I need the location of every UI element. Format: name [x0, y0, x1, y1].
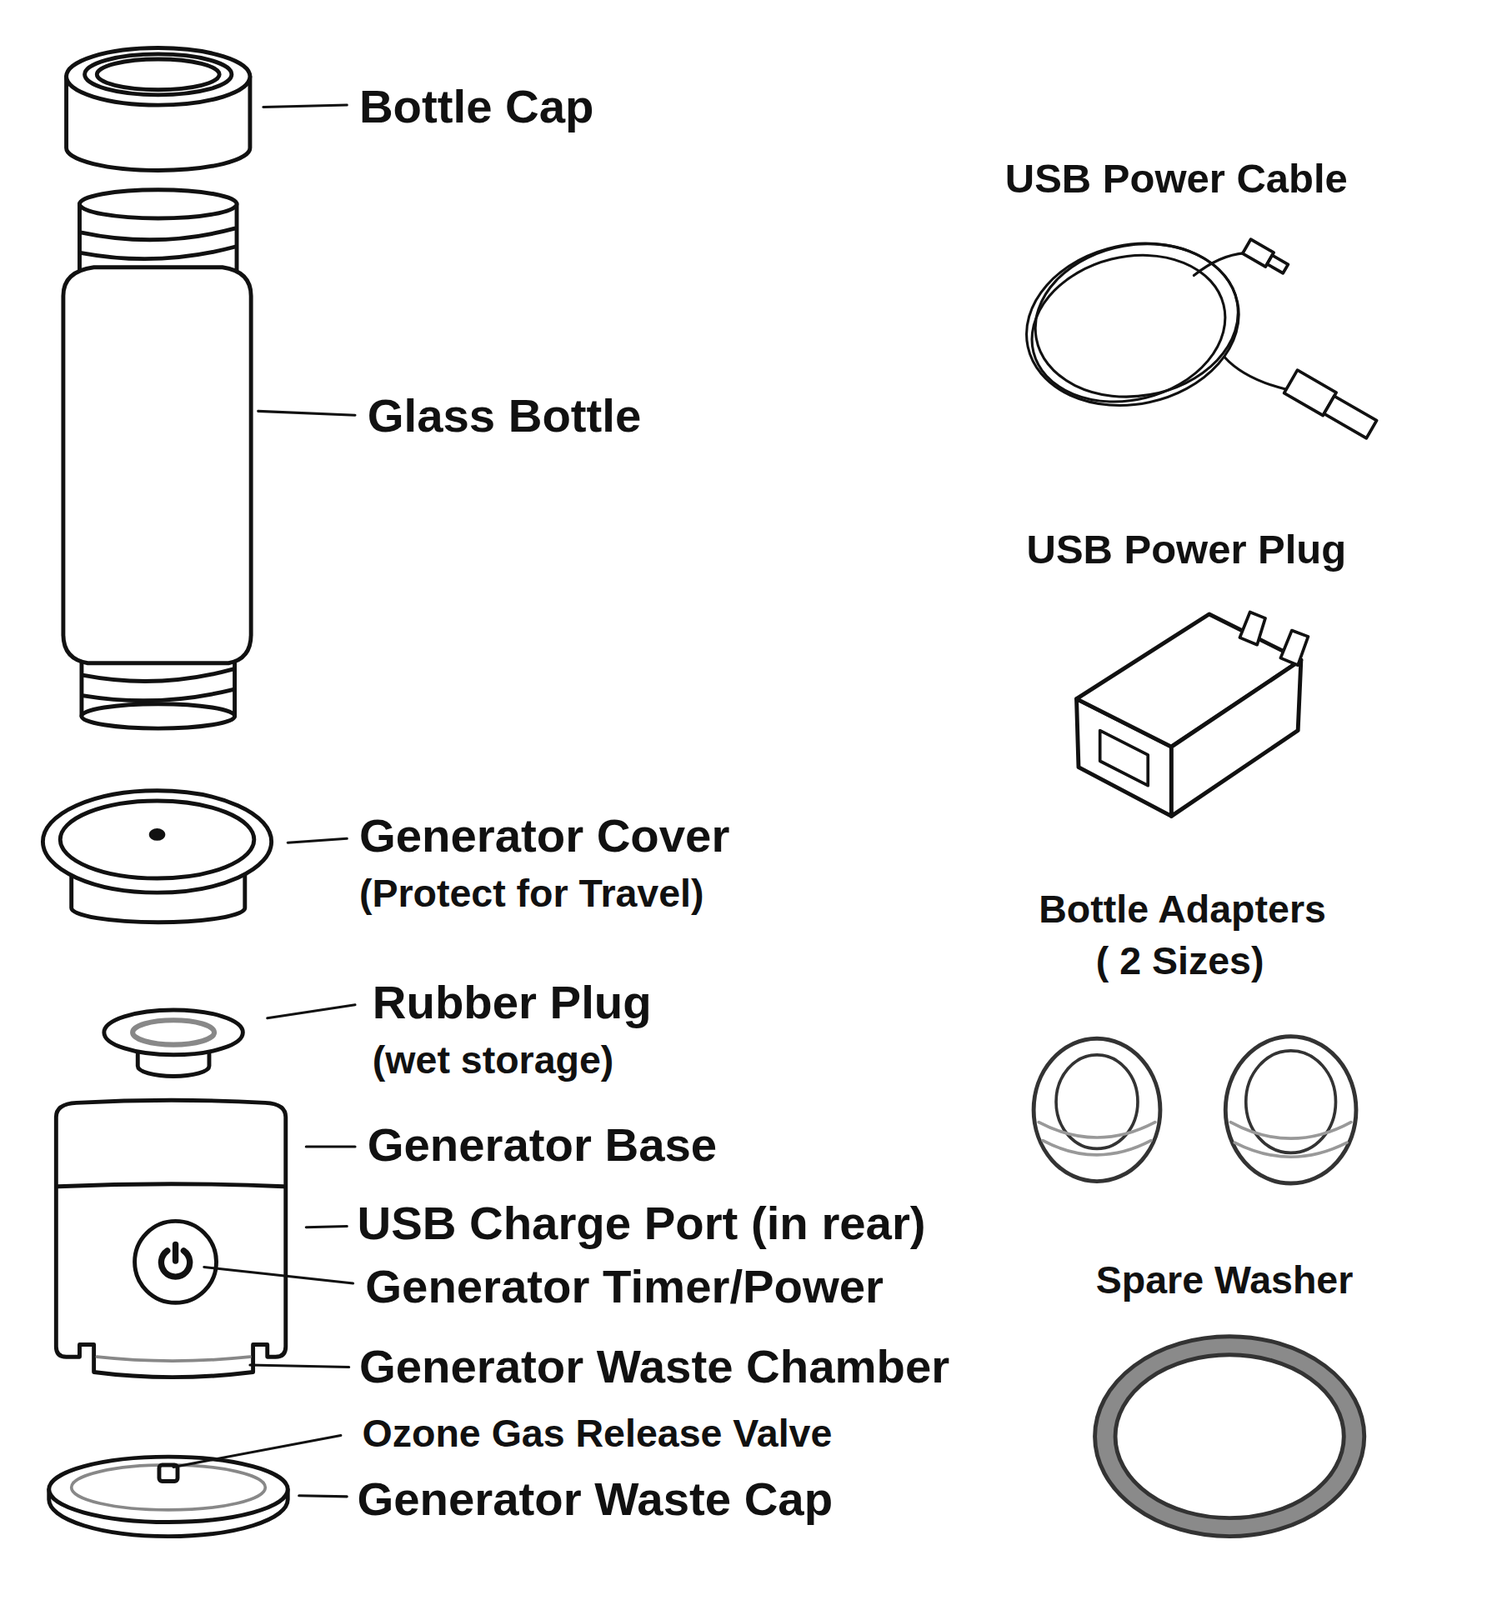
power-icon-bar — [172, 1245, 179, 1262]
part-label: Generator Base — [367, 1117, 717, 1175]
leader-line — [258, 410, 356, 416]
waste-cap — [49, 1456, 288, 1537]
glass-bottle — [63, 190, 251, 729]
plug-top — [104, 1010, 243, 1056]
generator-base — [55, 1100, 286, 1377]
part-label: Rubber Plug — [372, 975, 652, 1032]
leader-line — [263, 105, 347, 107]
usb-cable — [1011, 224, 1377, 439]
adapter-thread — [1230, 1122, 1351, 1158]
adapter-ring — [1033, 1038, 1161, 1182]
cable-loop — [1011, 224, 1254, 425]
part-label: ( 2 Sizes) — [1096, 938, 1265, 986]
cover-ring — [60, 801, 255, 879]
bottle-adapters — [1033, 1036, 1357, 1184]
part-label: USB Power Cable — [1005, 154, 1348, 204]
plug-prong — [1239, 612, 1266, 646]
part-label: Generator Waste Chamber — [359, 1339, 950, 1397]
micro-usb-tip — [1266, 255, 1288, 274]
plug-inner — [132, 1020, 215, 1045]
usb-port — [1100, 730, 1149, 787]
leader-line — [299, 1496, 348, 1497]
part-label: USB Charge Port (in rear) — [356, 1196, 926, 1253]
base-body — [55, 1100, 286, 1377]
cover-top — [42, 791, 271, 893]
bottle-base-thread — [83, 669, 233, 701]
usb-power-plug — [1076, 612, 1309, 817]
waste-cap-top — [49, 1456, 288, 1523]
washer-inner — [1115, 1355, 1344, 1519]
leader-line — [267, 1005, 356, 1019]
part-label: Spare Washer — [1096, 1258, 1354, 1306]
bottle-thread — [81, 228, 236, 259]
base-seam — [58, 1184, 285, 1187]
leader-line — [173, 1435, 341, 1467]
part-label: (wet storage) — [372, 1037, 615, 1085]
leader-line — [250, 1365, 350, 1367]
part-label: Ozone Gas Release Valve — [362, 1411, 833, 1458]
washer-outer — [1095, 1336, 1365, 1538]
cable-tail — [1224, 356, 1288, 390]
cap-top — [66, 48, 251, 106]
waste-chamber — [96, 1356, 251, 1362]
leader-line — [305, 1226, 347, 1227]
usb-a-tip — [1323, 395, 1377, 439]
part-label: Generator Waste Cap — [356, 1471, 833, 1529]
cap-rim — [85, 54, 232, 96]
bottle-mouth — [79, 190, 237, 219]
cable-tail — [1193, 253, 1245, 276]
bottle-base-rim — [81, 704, 236, 729]
leader-line — [305, 1145, 356, 1148]
part-label: (Protect for Travel) — [359, 871, 705, 919]
part-label: Generator Timer/Power — [365, 1259, 884, 1317]
part-label: USB Power Plug — [1026, 524, 1347, 574]
leader-lines — [173, 105, 356, 1497]
part-label: Bottle Cap — [359, 79, 595, 136]
cover-hole — [150, 830, 164, 839]
waste-cap-inner — [71, 1465, 266, 1511]
adapter-thread — [1038, 1122, 1156, 1156]
leader-line — [287, 838, 347, 843]
plug-prong — [1280, 630, 1308, 666]
part-label: Generator Cover — [359, 808, 730, 866]
bottle-cap — [66, 48, 251, 171]
part-label: Bottle Adapters — [1038, 886, 1327, 934]
rubber-plug — [104, 1010, 243, 1077]
adapter-ring — [1225, 1036, 1357, 1184]
cable-loop — [1016, 235, 1242, 422]
spare-washer — [1095, 1336, 1365, 1538]
plug-side — [1171, 660, 1301, 817]
bottle-body — [63, 267, 251, 664]
generator-cover — [42, 791, 271, 923]
part-label: Glass Bottle — [367, 388, 642, 446]
power-button — [135, 1221, 217, 1303]
leader-line — [204, 1266, 354, 1284]
cap-inner — [96, 59, 220, 91]
